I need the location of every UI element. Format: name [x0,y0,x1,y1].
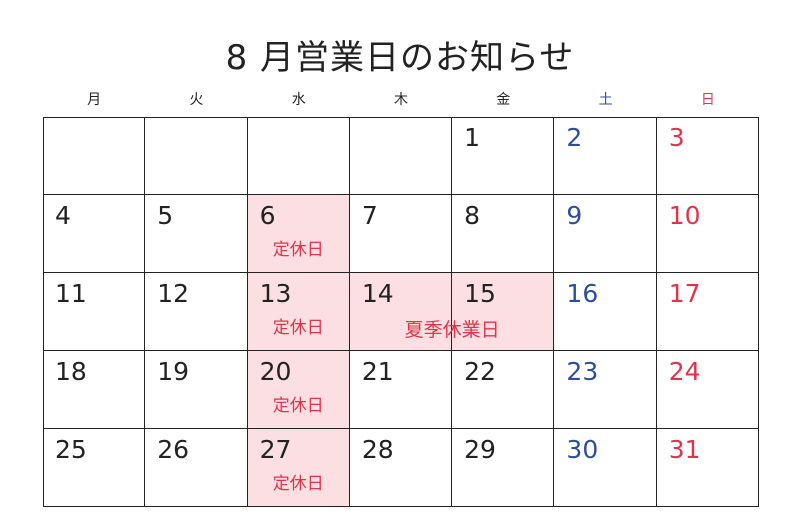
page-title: 8 月営業日のお知らせ [225,38,575,78]
calendar-day-cell: 17 [656,273,759,351]
weekday-sun: 日 [700,92,715,108]
calendar-day-cell: 24 [656,351,759,429]
day-number: 13 [259,279,292,308]
calendar-day-cell: 18 [43,351,146,429]
day-number: 7 [361,201,378,230]
calendar-day-cell: 23 [554,351,657,429]
weekday-tue: 火 [189,92,204,108]
day-number: 25 [55,435,87,464]
calendar-day-cell [349,117,453,195]
day-number: 24 [668,357,701,386]
closed-day-label: 定休日 [272,474,324,494]
closed-day-label: 定休日 [272,240,324,260]
day-number: 31 [668,435,701,464]
day-number: 5 [157,201,174,230]
day-number: 4 [55,201,71,230]
day-number: 1 [464,123,481,152]
weekday-mon: 月 [87,92,102,108]
calendar-day-cell [145,117,248,195]
calendar-day-cell: 26 [145,429,248,507]
calendar-day-cell: 21 [349,351,453,429]
day-number: 27 [259,435,292,464]
day-number: 18 [55,357,87,386]
weekday-wed: 水 [291,92,306,108]
closed-day-label: 定休日 [272,396,324,416]
day-number: 2 [566,123,583,152]
calendar-day-cell: 2 [554,117,657,195]
day-number: 15 [464,279,496,308]
day-number: 10 [668,201,701,230]
day-number: 11 [55,279,87,308]
calendar-day-cell: 9 [554,195,657,273]
calendar-day-cell [247,117,350,195]
day-number: 19 [157,357,190,386]
weekday-thu: 木 [393,92,408,108]
day-number: 14 [361,279,394,308]
weekday-fri: 金 [496,92,511,108]
day-number: 6 [259,201,276,230]
calendar-day-cell: 30 [554,429,657,507]
weekday-sat: 土 [598,92,613,108]
day-number: 30 [566,435,599,464]
calendar-day-cell: 5 [145,195,248,273]
calendar-day-cell: 3 [656,117,759,195]
day-number: 21 [361,357,394,386]
calendar-day-cell: 7 [349,195,453,273]
calendar-day-cell: 11 [43,273,146,351]
day-number: 28 [361,435,394,464]
calendar-day-cell: 27 定休日 [247,429,350,507]
calendar-day-cell: 25 [43,429,146,507]
weekday-header: 月 火 水 木 金 土 日 [43,89,759,113]
day-number: 12 [157,279,190,308]
calendar-day-cell: 29 [452,429,555,507]
calendar-day-cell: 4 [43,195,146,273]
calendar-day-cell: 28 [349,429,453,507]
closed-day-label: 定休日 [272,318,324,338]
calendar-day-cell: 15 [452,273,555,351]
day-number: 29 [464,435,496,464]
summer-holiday-label: 夏季休業日 [404,319,500,341]
calendar-day-cell: 1 [452,117,555,195]
day-number: 26 [157,435,190,464]
calendar-day-cell: 10 [656,195,759,273]
day-number: 23 [566,357,599,386]
calendar-day-cell: 14 [349,273,453,351]
calendar-day-cell: 8 [452,195,555,273]
calendar-day-cell: 16 [554,273,657,351]
day-number: 20 [259,357,292,386]
calendar-day-cell: 12 [145,273,248,351]
day-number: 8 [464,201,481,230]
day-number: 22 [464,357,496,386]
calendar-day-cell: 6 定休日 [247,195,350,273]
calendar-day-cell [43,117,146,195]
day-number: 16 [566,279,599,308]
day-number: 9 [566,201,583,230]
calendar-day-cell: 31 [656,429,759,507]
calendar-day-cell: 22 [452,351,555,429]
calendar-day-cell: 19 [145,351,248,429]
calendar-day-cell: 20 定休日 [247,351,350,429]
day-number: 3 [668,123,685,152]
day-number: 17 [668,279,701,308]
calendar-day-cell: 13 定休日 [247,273,350,351]
